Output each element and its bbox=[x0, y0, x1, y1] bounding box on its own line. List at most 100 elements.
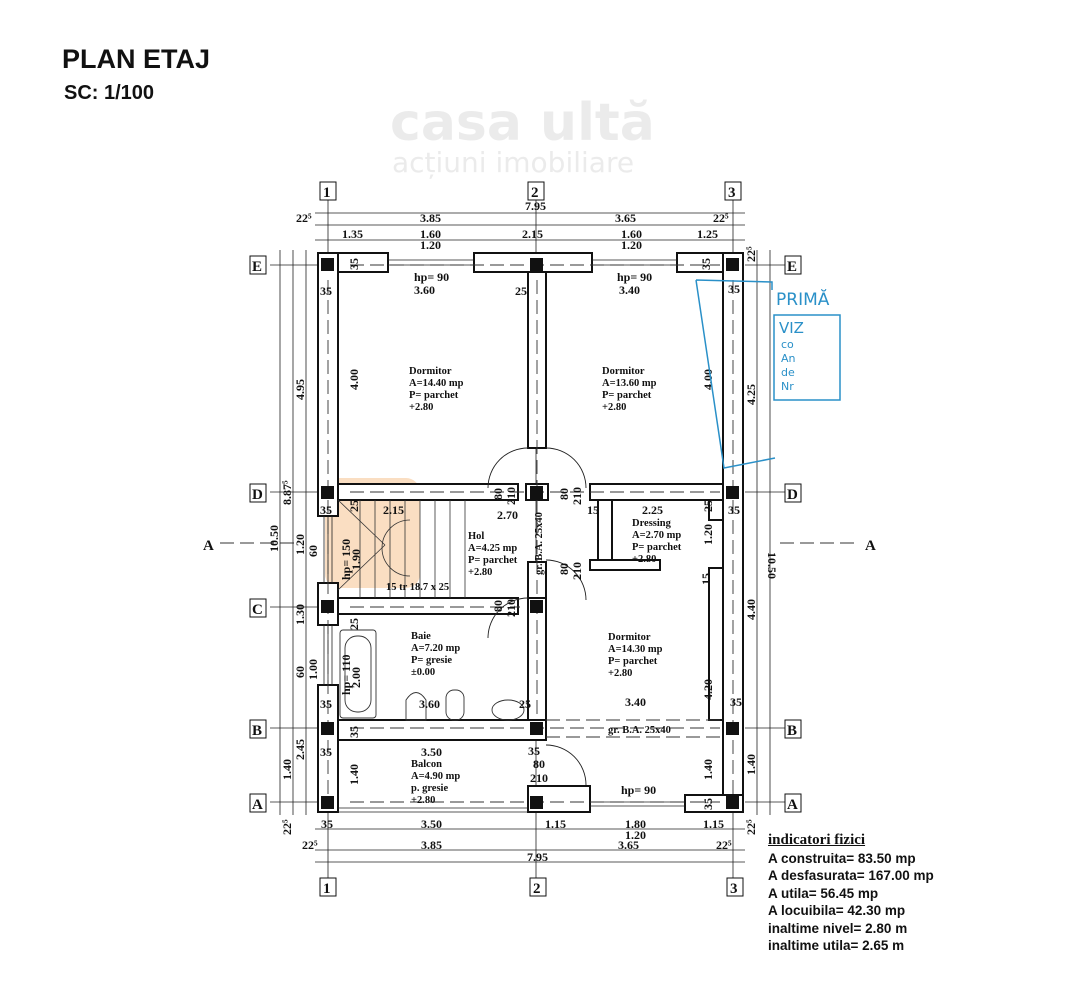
label-dimensions-bottom_openings-0: 35 bbox=[321, 817, 333, 831]
path-mark bbox=[381, 519, 411, 577]
label-dimensions-interior-door_w: 80 bbox=[557, 563, 571, 575]
rect-mark bbox=[321, 600, 334, 613]
watermark-tagline: acțiuni imobiliare bbox=[392, 146, 634, 179]
rect-mark bbox=[527, 181, 545, 201]
axis-B-right: B bbox=[787, 723, 797, 739]
axis-A-left: A bbox=[252, 797, 263, 813]
plan-scale: SC: 1/100 bbox=[64, 82, 155, 104]
label-dimensions-interior-baie_w: 3.60 bbox=[419, 697, 440, 711]
label-dimensions-interior-bath_hp: hp= 110 bbox=[339, 654, 353, 695]
label-dimensions-left_mid-0: 8.87⁵ bbox=[280, 480, 294, 505]
label-dimensions-interior-h_right: 4.00 bbox=[701, 369, 715, 390]
axis-3-bottom: 3 bbox=[730, 881, 738, 897]
axis-D-left: D bbox=[252, 487, 263, 503]
axis-A-right: A bbox=[787, 797, 798, 813]
label-dimensions-top_mid-3: 22⁵ bbox=[713, 211, 729, 225]
label-dimensions-interior-wall35: 35 bbox=[320, 745, 332, 759]
label-dimensions-right_inner-4: 1.40 bbox=[744, 754, 758, 775]
rect-mark bbox=[249, 598, 267, 618]
label-dimensions-left_mid-1: 1.40 bbox=[280, 759, 294, 780]
label-dimensions-interior-dress_w: 2.25 bbox=[642, 503, 663, 517]
wall bbox=[589, 559, 661, 571]
staircase bbox=[337, 499, 466, 598]
axis-E-left: E bbox=[252, 259, 262, 275]
label-dimensions-top_openings-3: 1.60 bbox=[621, 227, 642, 241]
label-dimensions-interior-wall35: 35 bbox=[701, 798, 715, 810]
rect-mark bbox=[726, 722, 739, 735]
label-dimensions-interior-beam_h: gr. B.A. 25x40 bbox=[608, 725, 671, 736]
label-rooms-0-name: Dormitor bbox=[409, 366, 452, 377]
rect-mark bbox=[724, 181, 742, 201]
label-dimensions-interior-stair_h: 1.90 bbox=[349, 549, 363, 570]
rect-mark bbox=[249, 483, 267, 503]
rect-mark bbox=[530, 600, 543, 613]
label-dimensions-interior-dress_15: 15 bbox=[587, 503, 599, 517]
rect-mark bbox=[726, 486, 739, 499]
indicator-item: A desfasurata= 167.00 mp bbox=[768, 868, 934, 883]
bidet-icon bbox=[445, 689, 465, 721]
label-rooms-5-level: +2.80 bbox=[608, 668, 632, 679]
bathroom-fixtures bbox=[339, 629, 525, 721]
label-dimensions-interior-wall35: 35 bbox=[320, 284, 332, 298]
indicator-item: A construita= 83.50 mp bbox=[768, 850, 916, 866]
indicator-item: inaltime utila= 2.65 m bbox=[768, 938, 905, 953]
label-stamp-lines-0: PRIMĂ bbox=[776, 288, 830, 310]
label-dimensions-top_mid-0: 22⁵ bbox=[296, 211, 312, 225]
label-dimensions-interior-hp_top_left: hp= 90 bbox=[414, 270, 449, 284]
label-dimensions-top_openings-0: 1.35 bbox=[342, 227, 363, 241]
rect-mark bbox=[321, 722, 334, 735]
axis-3-top: 3 bbox=[728, 185, 736, 201]
label-dimensions-bottom_mid-1: 3.85 bbox=[421, 838, 442, 852]
label-dimensions-interior-beam_v: gr. B.A. 25x40 bbox=[534, 512, 545, 575]
door-swing bbox=[545, 744, 587, 786]
label-dimensions-left_inner-0: 4.95 bbox=[293, 379, 307, 400]
label-dimensions-bottom_mid-0: 22⁵ bbox=[302, 838, 318, 852]
indicator-item: A utila= 56.45 mp bbox=[768, 885, 879, 901]
watermark-brand: casa ultă bbox=[390, 93, 655, 153]
label-dimensions-interior-dress_15: 15 bbox=[699, 573, 713, 585]
label-dimensions-interior-wall35: 35 bbox=[320, 697, 332, 711]
line-mark bbox=[337, 499, 386, 546]
label-rooms-4-floor: P= gresie bbox=[411, 655, 452, 666]
label-dimensions-interior-hp_top_right: hp= 90 bbox=[617, 270, 652, 284]
label-dimensions-left_total: 10.50 bbox=[267, 525, 281, 552]
label-dimensions-interior-door_h: 210 bbox=[504, 487, 518, 505]
label-dimensions-interior-wall25: 25 bbox=[701, 500, 715, 512]
label-dimensions-right_total: 10.50 bbox=[765, 552, 779, 579]
line-mark bbox=[337, 544, 386, 591]
label-stamp-lines-3: An bbox=[781, 352, 796, 365]
label-dimensions-bottom_total: 7.95 bbox=[527, 850, 548, 864]
axis-2-top: 2 bbox=[531, 185, 539, 201]
label-dimensions-interior-wall35: 35 bbox=[699, 258, 713, 270]
label-dimensions-interior-door_h: 210 bbox=[570, 562, 584, 580]
section-mark-right: A bbox=[865, 538, 876, 554]
interior-labels: hp= 90 3.60 hp= 90 3.40 35 25 35 35 35 4… bbox=[320, 258, 742, 810]
label-dimensions-interior-w_top_left: 3.60 bbox=[414, 283, 435, 297]
label-dimensions-interior-stairs: 15 tr 18.7 x 25 bbox=[386, 582, 449, 593]
axis-D-right: D bbox=[787, 487, 798, 503]
label-dimensions-interior-wall25: 25 bbox=[347, 618, 361, 630]
label-dimensions-top_mid-2: 3.65 bbox=[615, 211, 636, 225]
rect-mark bbox=[530, 486, 543, 499]
rect-mark bbox=[784, 793, 802, 813]
label-dimensions-interior-hol_w: 2.15 bbox=[383, 503, 404, 517]
axis-C-left: C bbox=[252, 602, 263, 618]
label-dimensions-top_mid-1: 3.85 bbox=[420, 211, 441, 225]
label-rooms-3-area: A=2.70 mp bbox=[632, 530, 681, 541]
axis-B-left: B bbox=[252, 723, 262, 739]
rect-mark bbox=[529, 877, 547, 897]
label-stamp-lines-2: co bbox=[781, 338, 794, 351]
label-rooms-3-name: Dressing bbox=[632, 518, 672, 529]
label-dimensions-interior-wall35: 35 bbox=[730, 695, 742, 709]
sink-icon bbox=[491, 699, 525, 721]
rect-mark bbox=[321, 486, 334, 499]
rect-mark bbox=[249, 719, 267, 739]
label-dimensions-left_inner-6: 2.45 bbox=[293, 739, 307, 760]
label-rooms-1-name: Dormitor bbox=[602, 366, 645, 377]
